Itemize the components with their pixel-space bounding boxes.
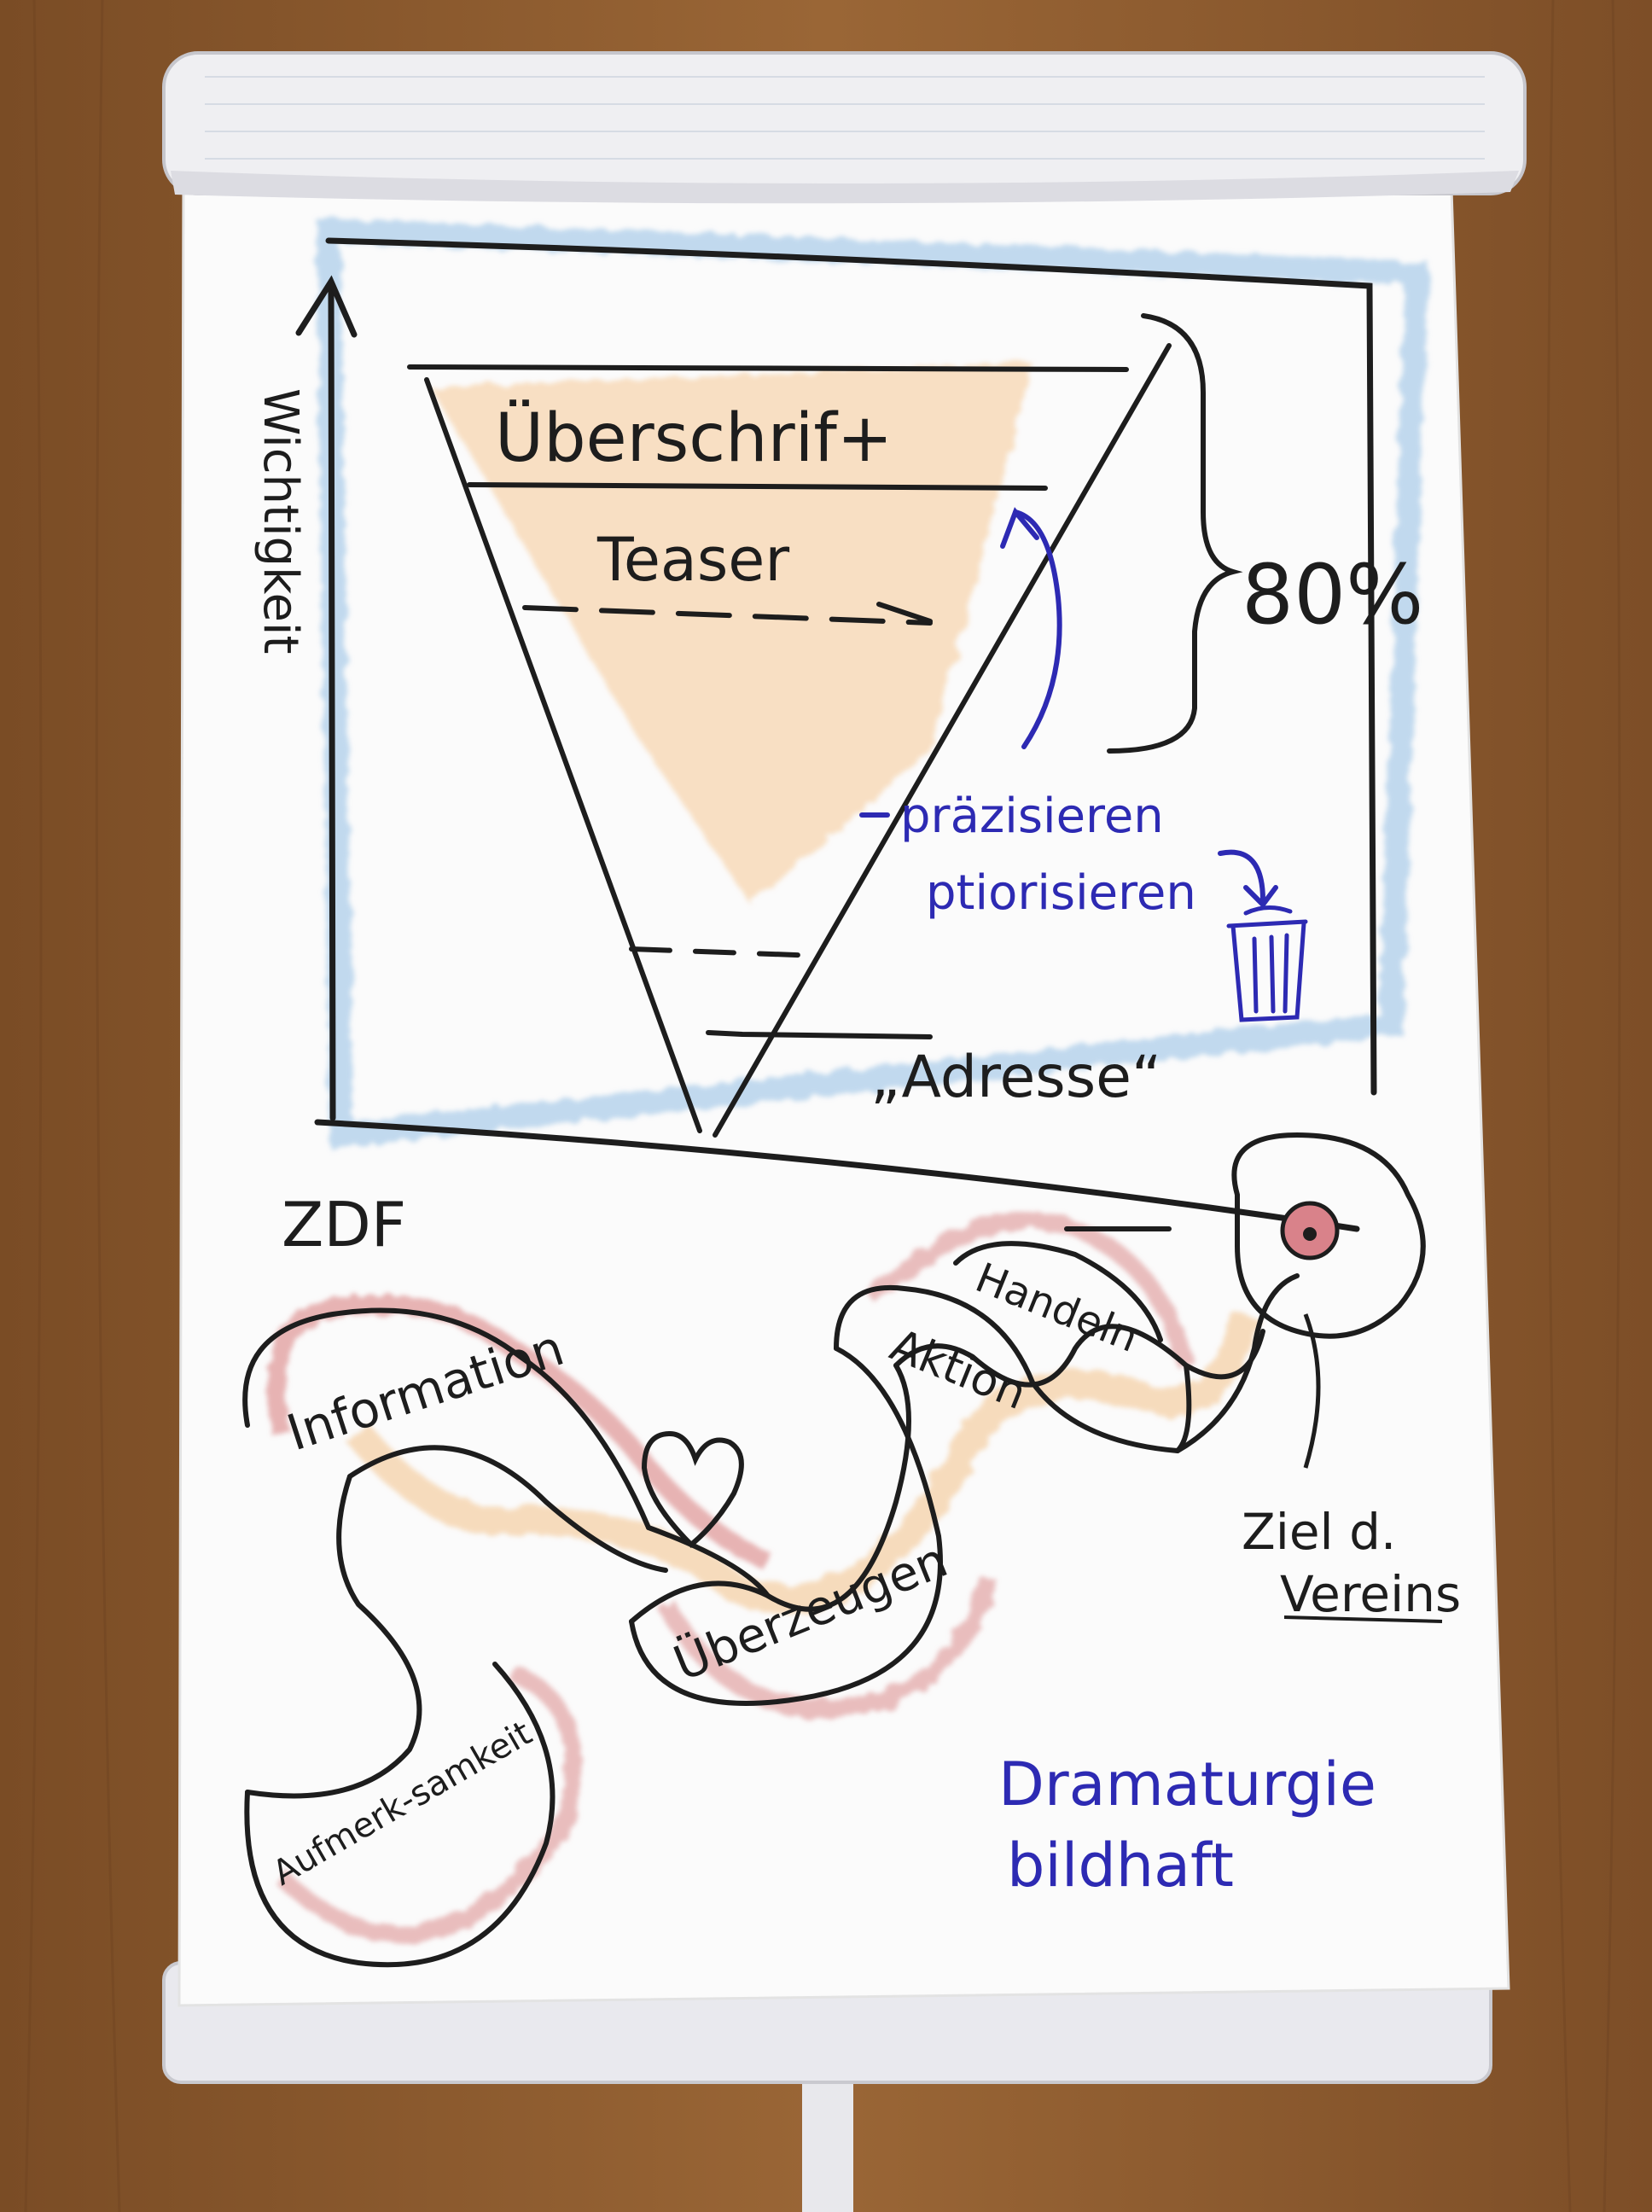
caption-line-2: bildhaft [1007, 1831, 1234, 1901]
percent-label: 80% [1242, 547, 1423, 643]
side-note-prioritize: ptiorisieren [926, 865, 1196, 921]
goal-label-line-1: Ziel d. [1242, 1503, 1396, 1561]
address-label: „Adresse“ [870, 1044, 1161, 1111]
side-note-precise: präzisieren [900, 789, 1164, 844]
target-icon [1231, 1132, 1426, 1469]
zdf-label: ZDF [282, 1189, 406, 1260]
caption-line-1: Dramaturgie [998, 1749, 1376, 1819]
top-binder [162, 51, 1527, 204]
up-arrow-icon [295, 275, 358, 338]
percent-brace [1107, 313, 1243, 754]
funnel-headline-label: Überschrif+ [495, 399, 893, 477]
dramaturgy-path [242, 1226, 1300, 1968]
heart-icon [641, 1430, 744, 1549]
stand-pole [802, 2065, 853, 2212]
goal-label-line-2: Vereins [1280, 1565, 1461, 1623]
axes [295, 237, 1377, 1232]
funnel-diagram [407, 343, 1172, 1138]
y-axis-label: Wichtigkeit [253, 388, 308, 654]
goal-underline [1283, 1615, 1443, 1623]
trash-bin-icon [1226, 905, 1308, 1022]
blue-marker-arrows [859, 507, 1278, 909]
funnel-teaser-label: Teaser [596, 525, 789, 595]
chalk-shading [267, 218, 1429, 1944]
